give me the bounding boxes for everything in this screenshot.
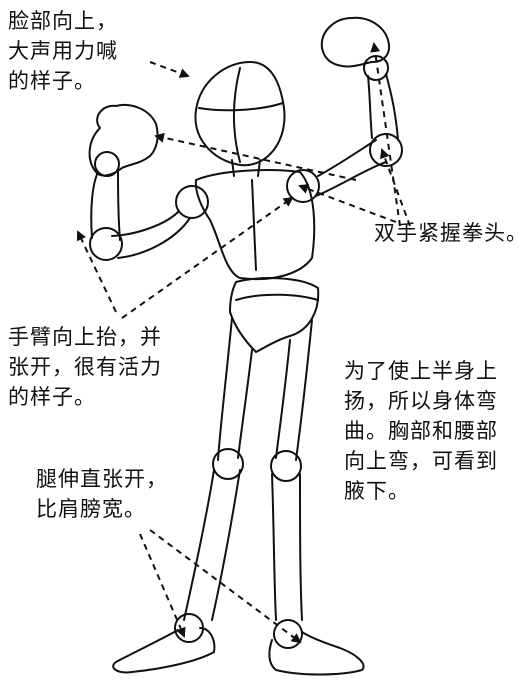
arrow-arm-right bbox=[121, 196, 294, 319]
annotation-line: 脸部向上， bbox=[8, 9, 118, 33]
right-forearm bbox=[367, 73, 399, 141]
annotation-line: 的样子。 bbox=[8, 69, 96, 93]
annotation-line: 为了使上半身上 bbox=[344, 359, 498, 383]
arrow-leg-left bbox=[139, 533, 186, 638]
arrow-arm-elbow bbox=[380, 148, 411, 227]
left-fist bbox=[88, 104, 159, 177]
arrow-face bbox=[149, 61, 190, 78]
right-wrist bbox=[363, 55, 389, 81]
right-foot bbox=[268, 631, 365, 676]
annotation-line: 张开，很有活力 bbox=[8, 355, 162, 379]
left-upper-arm bbox=[111, 211, 191, 259]
right-thigh bbox=[275, 319, 313, 461]
right-shin bbox=[271, 473, 303, 621]
annotation-arms: 手臂向上抬，并 张开，很有活力 的样子。 bbox=[8, 322, 162, 412]
annotation-line: 曲。胸部和腰部 bbox=[344, 419, 498, 443]
annotation-line: 手臂向上抬，并 bbox=[8, 325, 162, 349]
chest bbox=[194, 169, 316, 281]
right-knee bbox=[270, 450, 302, 482]
annotation-line: 向上弯，可看到 bbox=[344, 449, 498, 473]
annotation-line: 大声用力喊 bbox=[8, 39, 118, 63]
left-ankle bbox=[174, 613, 204, 643]
right-upper-arm bbox=[315, 139, 387, 197]
head-guideline-vertical bbox=[233, 67, 241, 163]
left-thigh bbox=[217, 317, 253, 461]
left-knee bbox=[212, 448, 244, 480]
head-guideline-horizontal bbox=[198, 102, 284, 112]
arrow-arm-left bbox=[76, 230, 117, 313]
annotation-line: 双手紧握拳头。 bbox=[374, 221, 528, 245]
shoulder-right bbox=[286, 169, 320, 203]
left-forearm bbox=[90, 171, 121, 241]
annotation-line: 腿伸直张开， bbox=[36, 467, 168, 491]
neck bbox=[231, 159, 261, 177]
chest-centerline bbox=[251, 179, 257, 271]
arrow-leg-right bbox=[149, 529, 302, 644]
pelvis-line bbox=[235, 293, 319, 301]
right-ankle bbox=[273, 619, 303, 649]
annotation-face: 脸部向上， 大声用力喊 的样子。 bbox=[8, 6, 118, 96]
right-fist bbox=[320, 16, 390, 68]
annotation-line: 扬，所以身体弯 bbox=[344, 389, 498, 413]
head bbox=[194, 61, 286, 167]
arrow-fist-left bbox=[154, 132, 357, 181]
left-shin bbox=[183, 469, 241, 621]
shoulder-left bbox=[175, 185, 209, 219]
annotation-line: 比肩膀宽。 bbox=[36, 497, 146, 521]
left-foot bbox=[112, 627, 216, 674]
annotation-legs: 腿伸直张开， 比肩膀宽。 bbox=[36, 464, 168, 524]
pelvis bbox=[229, 277, 320, 353]
annotation-line: 腋下。 bbox=[344, 479, 410, 503]
arrow-fist-right bbox=[370, 42, 401, 227]
annotation-fists: 双手紧握拳头。 bbox=[374, 218, 528, 248]
left-wrist bbox=[94, 151, 120, 177]
annotation-line: 的样子。 bbox=[8, 385, 96, 409]
annotation-torso: 为了使上半身上 扬，所以身体弯 曲。胸部和腰部 向上弯，可看到 腋下。 bbox=[344, 356, 498, 506]
left-elbow bbox=[89, 227, 123, 261]
